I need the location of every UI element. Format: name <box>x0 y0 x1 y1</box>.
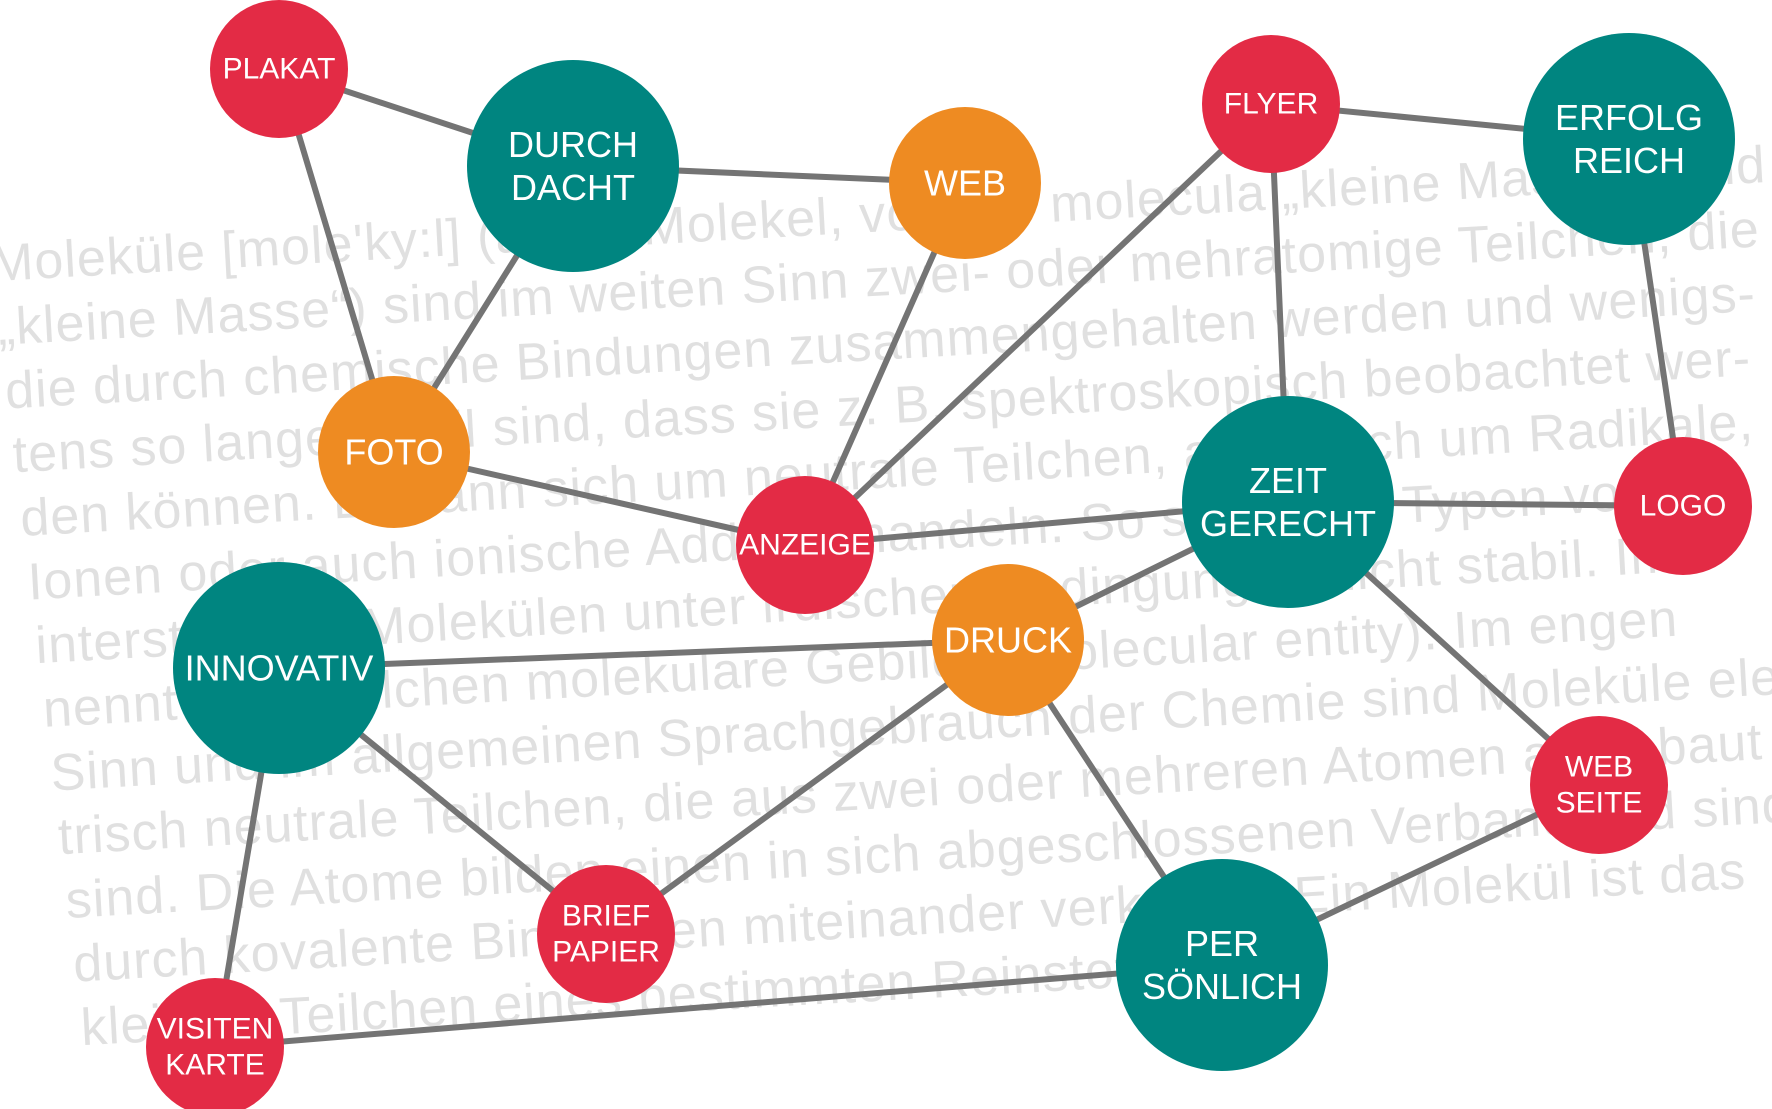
node-label: VISITEN <box>157 1013 274 1046</box>
edge-innovativ-druck <box>276 637 1011 671</box>
node-circle <box>1202 35 1340 173</box>
node-circle <box>1523 33 1735 245</box>
node-label: FLYER <box>1224 88 1318 121</box>
node-web: WEB <box>889 107 1041 259</box>
node-label: DACHT <box>511 167 635 208</box>
node-innovativ: INNOVATIV <box>173 562 385 774</box>
node-anzeige: ANZEIGE <box>736 476 874 614</box>
node-circle <box>889 107 1041 259</box>
node-circle <box>736 476 874 614</box>
node-circle <box>1116 859 1328 1071</box>
node-circle <box>467 60 679 272</box>
node-label: BRIEF <box>562 900 650 933</box>
node-logo: LOGO <box>1614 437 1752 575</box>
node-label: PER <box>1185 923 1259 964</box>
node-flyer: FLYER <box>1202 35 1340 173</box>
node-circle <box>146 978 284 1109</box>
node-circle <box>1530 716 1668 854</box>
node-circle <box>1182 396 1394 608</box>
node-label: LOGO <box>1640 490 1727 523</box>
node-label: SEITE <box>1556 787 1643 820</box>
node-label: PAPIER <box>552 936 660 969</box>
node-druck: DRUCK <box>932 564 1084 716</box>
node-label: WEB <box>924 163 1006 204</box>
node-label: FOTO <box>344 432 443 473</box>
node-circle <box>210 0 348 138</box>
node-circle <box>1614 437 1752 575</box>
node-label: INNOVATIV <box>185 648 374 689</box>
node-foto: FOTO <box>318 376 470 528</box>
node-circle <box>318 376 470 528</box>
node-label: PLAKAT <box>223 53 336 86</box>
node-label: DRUCK <box>944 620 1072 661</box>
node-label: ANZEIGE <box>739 529 871 562</box>
edge-persoenlich-visitenkarte <box>212 962 1225 1050</box>
node-label: GERECHT <box>1200 503 1376 544</box>
node-label: SÖNLICH <box>1142 966 1302 1007</box>
node-circle <box>537 865 675 1003</box>
node-label: REICH <box>1573 140 1685 181</box>
edge-druck-briefpapier <box>603 637 1011 937</box>
node-plakat: PLAKAT <box>210 0 348 138</box>
node-label: KARTE <box>165 1049 264 1082</box>
node-label: ERFOLG <box>1555 97 1703 138</box>
node-circle <box>173 562 385 774</box>
node-label: DURCH <box>508 124 638 165</box>
node-circle <box>932 564 1084 716</box>
node-label: ZEIT <box>1249 460 1327 501</box>
node-label: WEB <box>1565 751 1633 784</box>
edge-anzeige-flyer <box>802 101 1274 548</box>
